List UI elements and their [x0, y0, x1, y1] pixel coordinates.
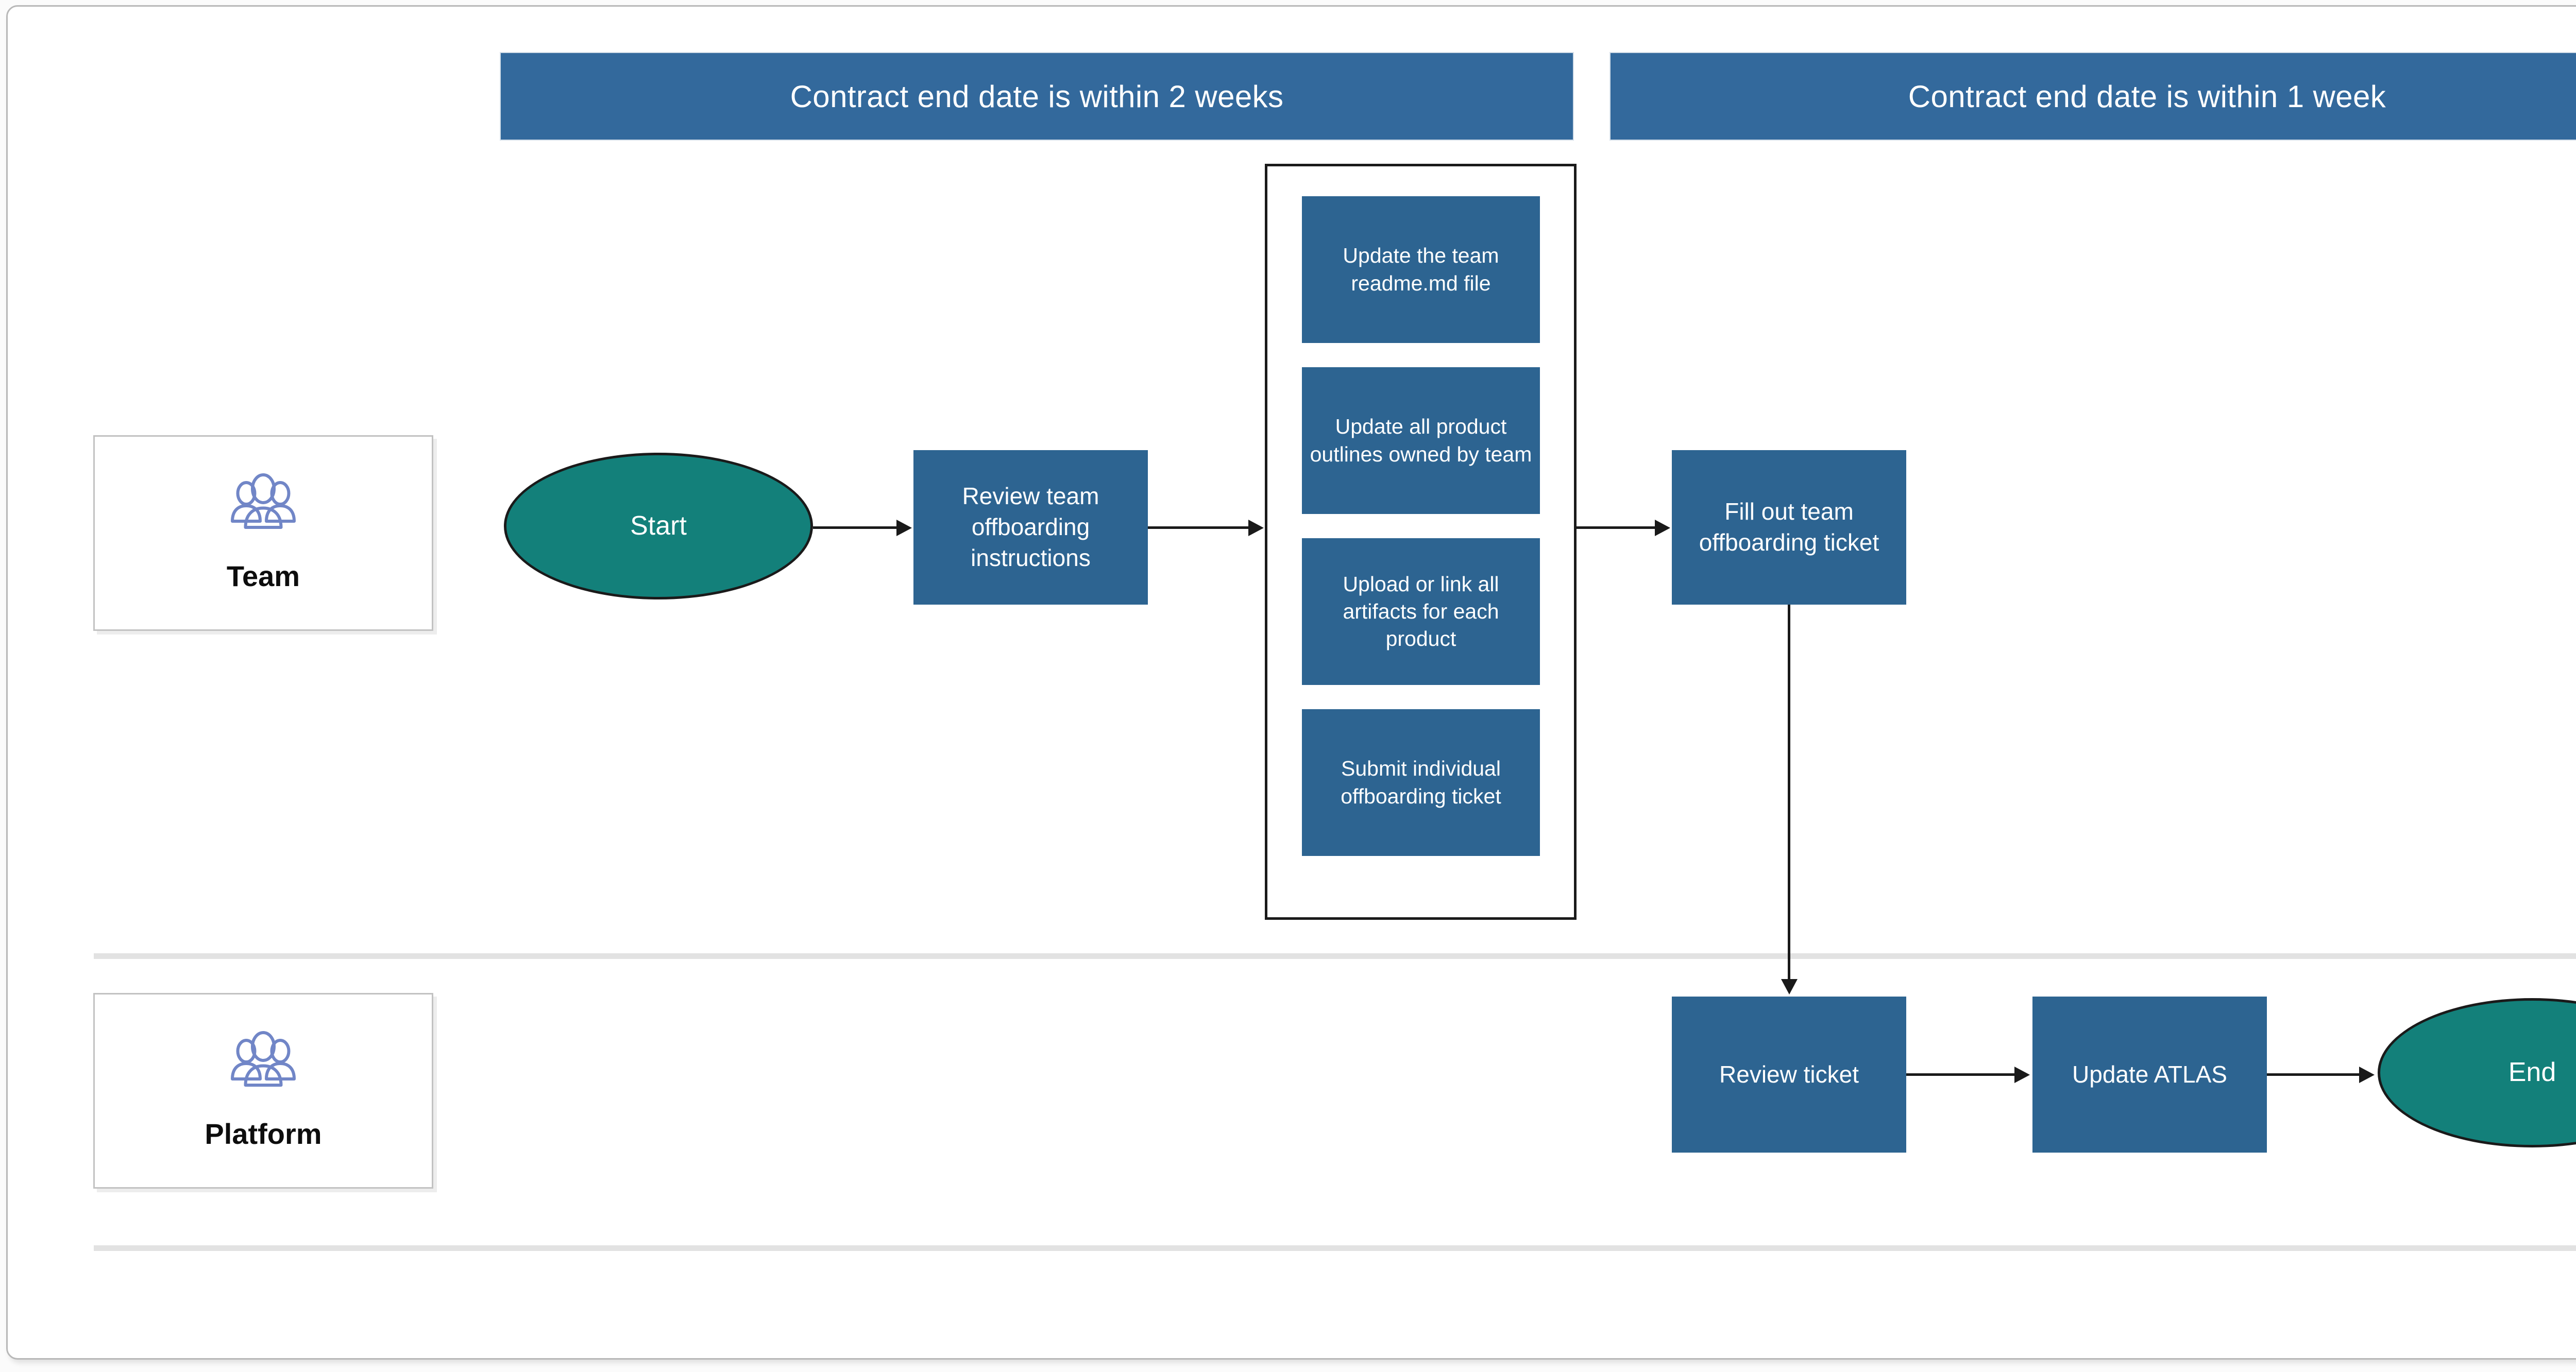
subprocess-step-submit-individual-ticket[interactable]: Submit individual offboarding ticket — [1302, 709, 1540, 856]
subprocess-step-upload-artifacts[interactable]: Upload or link all artifacts for each pr… — [1302, 538, 1540, 685]
people-group-icon — [225, 1031, 302, 1095]
lane-card-platform[interactable]: Platform — [93, 993, 433, 1189]
node-fill-out-team-offboarding-ticket[interactable]: Fill out team offboarding ticket — [1672, 450, 1906, 605]
subprocess-step-update-product-outlines[interactable]: Update all product outlines owned by tea… — [1302, 367, 1540, 514]
subprocess-step-update-readme[interactable]: Update the team readme.md file — [1302, 196, 1540, 343]
lane-card-team[interactable]: Team — [93, 435, 433, 631]
node-start[interactable]: Start — [504, 453, 813, 599]
node-review-team-offboarding-instructions[interactable]: Review team offboarding instructions — [913, 450, 1148, 605]
lane-divider-team-platform — [94, 953, 2576, 959]
node-review-ticket[interactable]: Review ticket — [1672, 997, 1906, 1153]
people-group-icon — [225, 473, 302, 538]
phase-banner-2-weeks[interactable]: Contract end date is within 2 weeks — [500, 52, 1574, 141]
phase-banner-1-week[interactable]: Contract end date is within 1 week — [1609, 52, 2576, 141]
diagram-canvas: Contract end date is within 2 weeks Cont… — [6, 5, 2576, 1360]
lane-label-team: Team — [226, 560, 300, 592]
node-update-atlas[interactable]: Update ATLAS — [2032, 997, 2267, 1153]
node-end[interactable]: End — [2378, 998, 2576, 1147]
lane-divider-bottom — [94, 1245, 2576, 1251]
lane-label-platform: Platform — [205, 1118, 322, 1150]
